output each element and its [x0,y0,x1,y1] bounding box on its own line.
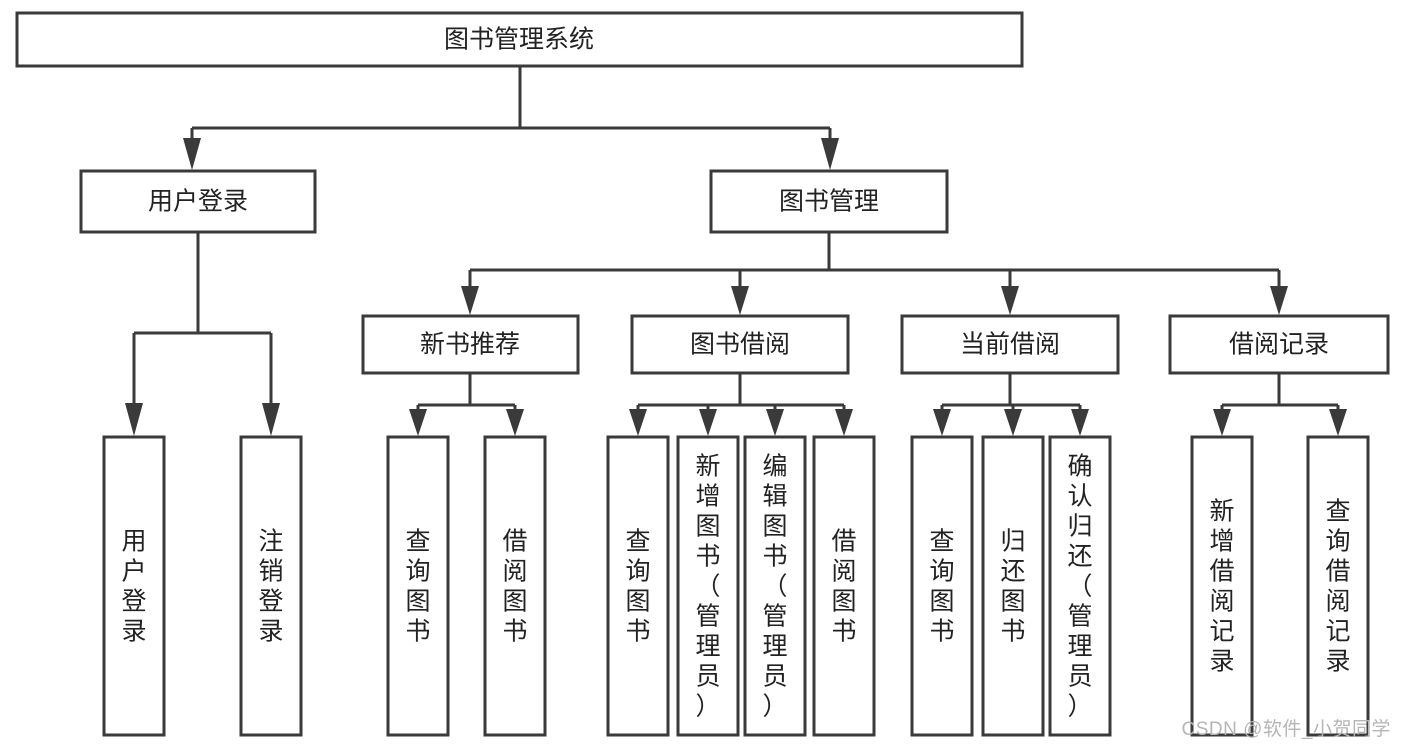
node-borrow-record-box[interactable] [1168,314,1390,375]
arrow-head-book-mgmt [821,138,839,170]
leaf-node-query-book-nbr[interactable]: 查询图书 [386,435,450,737]
arrow-head-book-borrow [731,286,749,315]
leaf-node-user-login-box[interactable] [102,435,166,737]
leaf-node-confirm-return-admin[interactable]: 确认归还（管理员） [1048,435,1112,737]
leaf-node-add-borrow-record-box[interactable] [1190,435,1254,737]
node-user-login-box[interactable] [79,169,317,234]
leaf-node-edit-book-admin-label: 编辑图书（管理员） [762,452,787,720]
leaf-node-add-book-admin-box[interactable] [676,435,740,737]
node-book-borrow[interactable]: 图书借阅 [630,314,850,375]
node-new-book-recommend[interactable]: 新书推荐 [361,314,580,375]
arrow-head-bb-leaf-4 [835,409,853,436]
leaf-node-edit-book-admin-box[interactable] [743,435,807,737]
node-book-borrow-label: 图书借阅 [690,331,790,359]
leaf-node-add-book-admin-label: 新增图书（管理员） [695,452,720,720]
node-current-borrow-box[interactable] [900,314,1120,375]
node-current-borrow-label: 当前借阅 [960,331,1060,359]
node-book-borrow-box[interactable] [630,314,850,375]
arrow-head-nbr-leaf-2 [506,409,524,436]
node-book-mgmt-box[interactable] [709,169,949,234]
arrow-head-new-book-rec [461,286,479,315]
leaf-node-logout-label: 注销登录 [258,527,283,645]
leaf-node-query-book-bb[interactable]: 查询图书 [606,435,670,737]
arrow-head-nbr-leaf-1 [409,409,427,436]
leaf-node-borrow-book-nbr-box[interactable] [483,435,547,737]
leaf-node-query-borrow-record-label: 查询借阅记录 [1325,497,1350,675]
leaf-node-query-book-cb-box[interactable] [910,435,974,737]
arrow-head-bb-leaf-3 [766,409,784,436]
arrow-head-user-login [183,138,201,170]
leaf-node-edit-book-admin[interactable]: 编辑图书（管理员） [743,435,807,737]
arrow-head-leaf-logout [262,403,280,436]
arrow-head-br-leaf-1 [1213,409,1231,436]
connector-layer [125,66,1347,436]
leaf-node-borrow-book-bb[interactable]: 借阅图书 [812,435,876,737]
leaf-node-logout[interactable]: 注销登录 [239,435,303,737]
leaf-node-query-book-cb[interactable]: 查询图书 [910,435,974,737]
leaf-node-add-book-admin[interactable]: 新增图书（管理员） [676,435,740,737]
arrow-head-bb-leaf-2 [699,409,717,436]
leaf-node-query-book-nbr-box[interactable] [386,435,450,737]
arrow-head-cb-leaf-3 [1071,409,1089,436]
leaf-node-confirm-return-admin-box[interactable] [1048,435,1112,737]
arrow-head-cb-leaf-2 [1004,409,1022,436]
arrow-head-cb-leaf-1 [933,409,951,436]
leaf-node-confirm-return-admin-label: 确认归还（管理员） [1067,452,1092,720]
node-book-mgmt-label: 图书管理 [779,188,879,216]
node-new-book-recommend-label: 新书推荐 [420,331,520,359]
leaf-node-query-book-cb-label: 查询图书 [929,527,954,645]
leaf-node-logout-box[interactable] [239,435,303,737]
leaf-node-add-borrow-record-label: 新增借阅记录 [1209,497,1234,675]
leaf-node-user-login-label: 用户登录 [121,527,146,645]
arrow-head-bb-leaf-1 [629,409,647,436]
arrow-head-leaf-user-login [125,403,143,436]
node-borrow-record-label: 借阅记录 [1229,331,1329,359]
node-book-mgmt[interactable]: 图书管理 [709,169,949,234]
node-borrow-record[interactable]: 借阅记录 [1168,314,1390,375]
node-root-box[interactable] [15,11,1024,68]
leaf-node-add-borrow-record[interactable]: 新增借阅记录 [1190,435,1254,737]
leaf-node-borrow-book-bb-label: 借阅图书 [831,527,856,645]
arrow-head-current-borrow [1001,286,1019,315]
leaf-node-return-book[interactable]: 归还图书 [981,435,1045,737]
leaf-node-return-book-label: 归还图书 [1000,527,1025,645]
leaf-node-borrow-book-nbr-label: 借阅图书 [502,527,527,645]
leaf-node-query-book-bb-label: 查询图书 [625,527,650,645]
leaf-node-borrow-book-bb-box[interactable] [812,435,876,737]
arrow-head-br-leaf-2 [1329,409,1347,436]
node-user-login-label: 用户登录 [148,188,248,216]
leaf-node-query-book-nbr-label: 查询图书 [405,527,430,645]
leaf-node-return-book-box[interactable] [981,435,1045,737]
node-current-borrow[interactable]: 当前借阅 [900,314,1120,375]
leaf-node-user-login[interactable]: 用户登录 [102,435,166,737]
node-user-login[interactable]: 用户登录 [79,169,317,234]
node-new-book-recommend-box[interactable] [361,314,580,375]
node-root-label: 图书管理系统 [444,26,594,54]
leaf-node-query-borrow-record[interactable]: 查询借阅记录 [1306,435,1370,737]
leaf-node-query-borrow-record-box[interactable] [1306,435,1370,737]
leaf-node-borrow-book-nbr[interactable]: 借阅图书 [483,435,547,737]
arrow-head-borrow-record [1270,286,1288,315]
leaf-node-query-book-bb-box[interactable] [606,435,670,737]
node-root[interactable]: 图书管理系统 [15,11,1024,68]
